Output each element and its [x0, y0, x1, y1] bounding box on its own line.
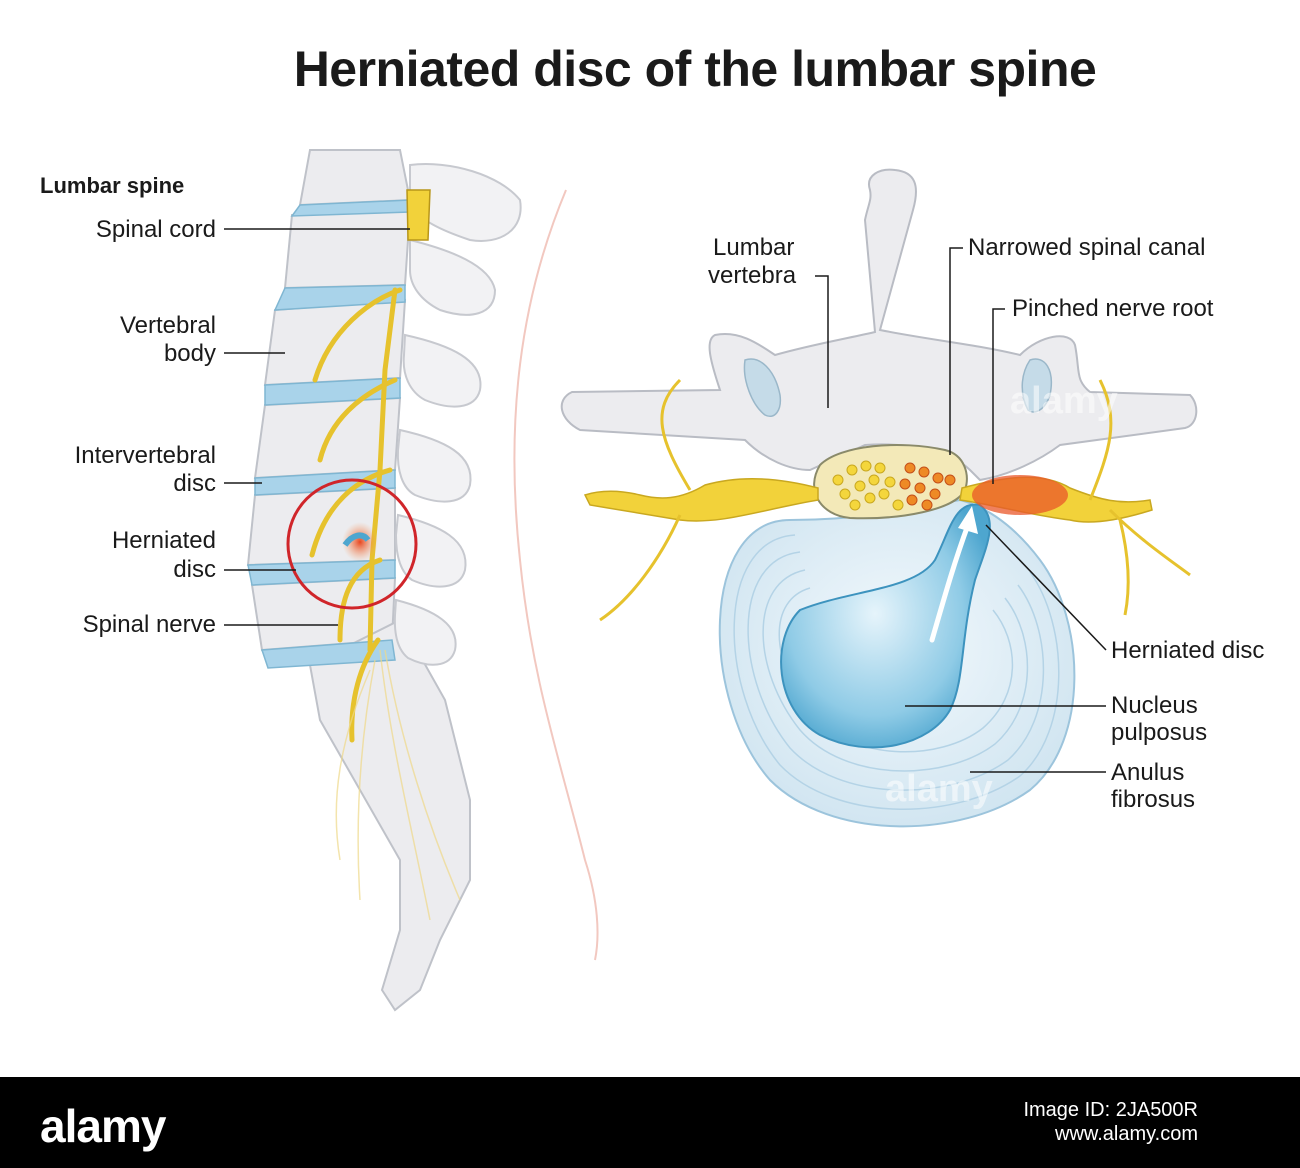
label-herniated-disc-left-line2: disc	[173, 556, 216, 583]
label-spinal-cord: Spinal cord	[95, 216, 216, 243]
watermark: alamy	[885, 768, 993, 810]
label-herniated-disc-right: Herniated disc	[1111, 637, 1265, 664]
label-spinal-nerve: Spinal nerve	[82, 611, 216, 638]
label-herniated-disc-left-line1: Herniated	[111, 527, 216, 554]
label-pinched-nerve-root: Pinched nerve root	[1012, 295, 1214, 322]
label-intervertebral-disc-line1: Intervertebral	[74, 442, 216, 469]
alamy-logo: alamy	[40, 1100, 166, 1152]
page-title: Herniated disc of the lumbar spine	[293, 41, 1097, 97]
anatomy-illustration	[224, 149, 1198, 1012]
label-narrowed-spinal-canal: Narrowed spinal canal	[968, 234, 1206, 261]
site-url: www.alamy.com	[1055, 1123, 1198, 1145]
label-anulus-fibrosus-line1: Anulus	[1111, 759, 1185, 786]
vertebra-top-view	[560, 168, 1198, 828]
watermark: alamy	[1010, 380, 1118, 422]
footer-bar: alamy Image ID: 2JA500R www.alamy.com	[0, 1077, 1300, 1168]
label-vertebral-body-line2: body	[163, 340, 216, 367]
label-anulus-fibrosus-line2: fibrosus	[1111, 786, 1196, 813]
lumbar-spine-heading: Lumbar spine	[40, 173, 185, 198]
label-lumbar-vertebra-line1: Lumbar	[713, 234, 795, 261]
label-intervertebral-disc-line2: disc	[173, 470, 216, 497]
label-lumbar-vertebra-line2: vertebra	[708, 262, 797, 289]
image-id: Image ID: 2JA500R	[1023, 1099, 1198, 1121]
label-nucleus-pulposus-line2: pulposus	[1111, 719, 1208, 746]
label-vertebral-body-line1: Vertebral	[119, 312, 216, 339]
label-nucleus-pulposus-line1: Nucleus	[1111, 692, 1198, 719]
lumbar-spine-side-view	[246, 149, 599, 1012]
